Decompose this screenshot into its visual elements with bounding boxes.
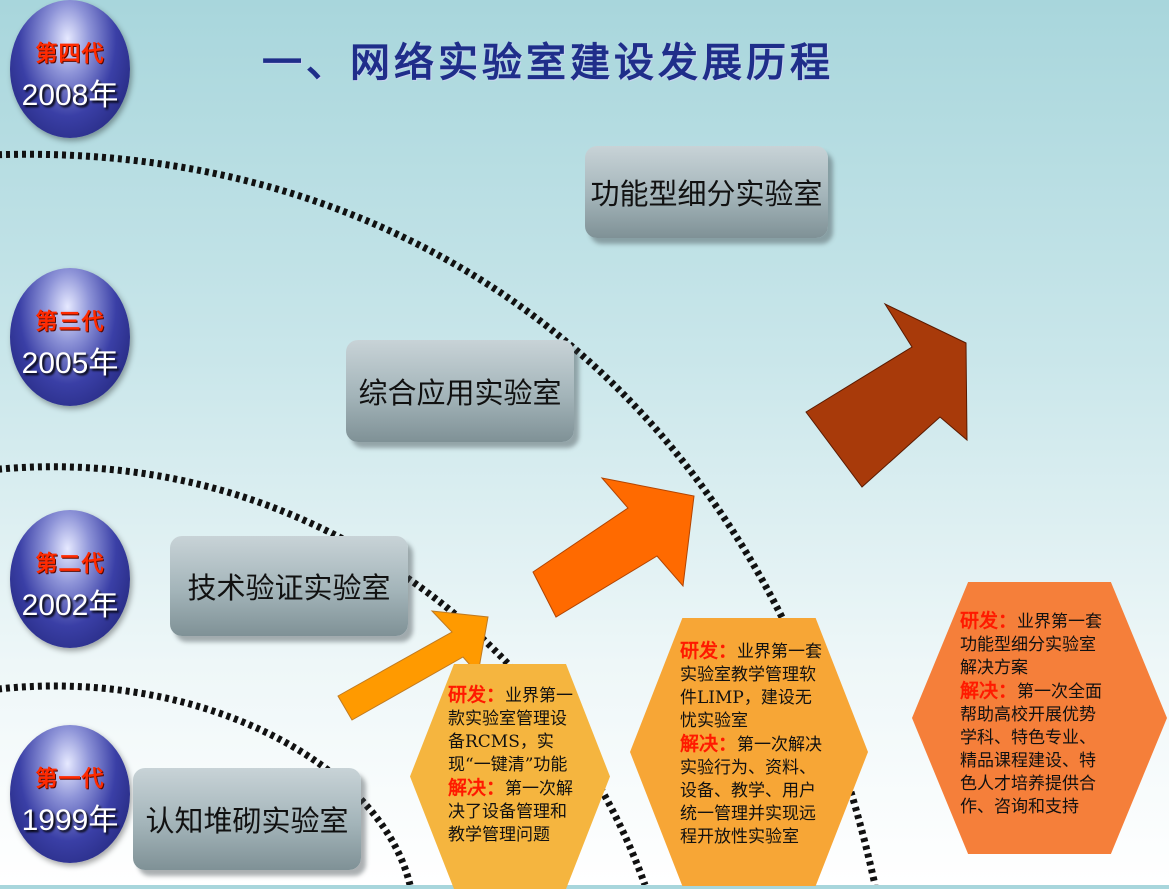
solution-text: 第一次解决实验行为、资料、设备、教学、用户统一管理并实现远程开放性实验室 xyxy=(680,735,823,847)
generation-year: 1999年 xyxy=(21,804,119,837)
lab-box-cognitive: 认知堆砌实验室 xyxy=(133,768,361,870)
rd-label: 研发： xyxy=(448,684,506,706)
lab-label: 综合应用实验室 xyxy=(358,376,562,410)
generation-label: 第二代 xyxy=(35,551,105,577)
generation-label: 第四代 xyxy=(35,41,105,67)
solution-label: 解决： xyxy=(960,680,1018,702)
hexagon-description-2: 研发：业界第一套实验室教学管理软件LIMP，建设无忧实验室 解决：第一次解决实验… xyxy=(630,618,868,886)
rd-label: 研发： xyxy=(960,610,1018,632)
lab-box-technical: 技术验证实验室 xyxy=(170,536,408,636)
solution-label: 解决： xyxy=(448,777,506,799)
rd-text: 业界第一套实验室教学管理软件LIMP，建设无忧实验室 xyxy=(680,642,823,731)
rd-label: 研发： xyxy=(680,640,738,662)
rd-text: 业界第一款实验室管理设备RCMS，实现“一键清”功能 xyxy=(448,686,574,775)
lab-label: 技术验证实验室 xyxy=(187,571,391,605)
arrow-2 xyxy=(532,477,695,618)
lab-label: 认知堆砌实验室 xyxy=(145,804,349,838)
generation-badge-3: 第三代 2005年 xyxy=(10,268,130,406)
generation-label: 第三代 xyxy=(35,309,105,335)
inner-dotted-arc xyxy=(0,682,414,885)
solution-text: 第一次解决了设备管理和教学管理问题 xyxy=(448,779,574,845)
solution-label: 解决： xyxy=(680,733,738,755)
hexagon-description-3: 研发：业界第一套功能型细分实验室解决方案 解决：第一次全面帮助高校开展优势学科、… xyxy=(912,582,1167,854)
generation-label: 第一代 xyxy=(35,766,105,792)
hexagon-description-1: 研发：业界第一款实验室管理设备RCMS，实现“一键清”功能 解决：第一次解决了设… xyxy=(410,664,610,889)
generation-badge-4: 第四代 2008年 xyxy=(10,0,130,138)
page-title: 一、网络实验室建设发展历程 xyxy=(262,39,834,86)
arrow-3 xyxy=(805,302,968,488)
generation-year: 2002年 xyxy=(21,589,119,622)
solution-text: 第一次全面帮助高校开展优势学科、特色专业、精品课程建设、特色人才培养提供合作、咨… xyxy=(960,682,1103,817)
lab-box-functional: 功能型细分实验室 xyxy=(585,146,828,238)
generation-year: 2005年 xyxy=(21,347,119,380)
rd-text: 业界第一套功能型细分实验室解决方案 xyxy=(960,612,1103,678)
generation-year: 2008年 xyxy=(21,79,119,112)
generation-badge-2: 第二代 2002年 xyxy=(10,510,130,648)
lab-label: 功能型细分实验室 xyxy=(590,177,823,211)
arrow-1 xyxy=(337,610,489,721)
generation-badge-1: 第一代 1999年 xyxy=(10,725,130,863)
lab-box-comprehensive: 综合应用实验室 xyxy=(346,340,574,442)
